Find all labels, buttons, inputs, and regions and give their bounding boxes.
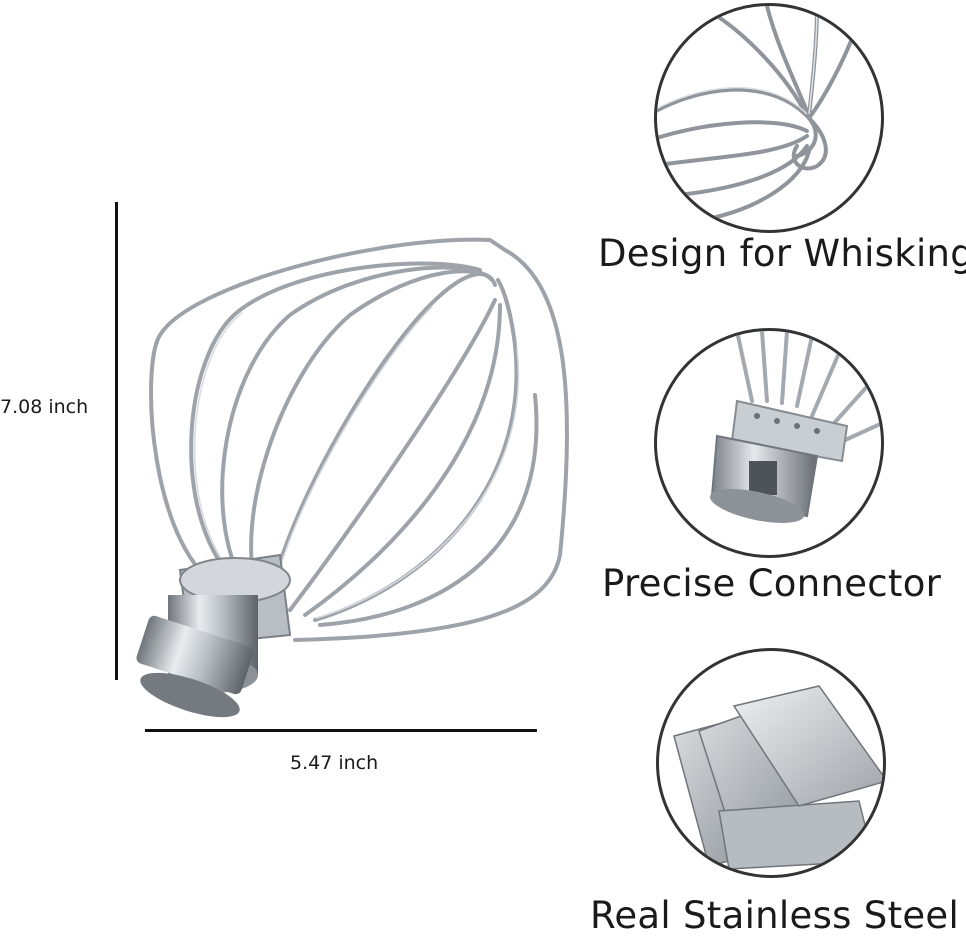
- feature-caption-stainless: Real Stainless Steel: [590, 894, 960, 937]
- connector-hub-closeup-icon: [654, 328, 884, 558]
- feature-caption-connector: Precise Connector: [602, 562, 942, 605]
- wire-whisk-product-image: [130, 225, 580, 720]
- whisk-wires-closeup-icon: [654, 3, 884, 233]
- height-dimension-line: [115, 202, 118, 680]
- height-dimension-label: 7.08 inch: [0, 396, 89, 418]
- width-dimension-label: 5.47 inch: [290, 752, 379, 774]
- width-dimension-line: [145, 729, 537, 732]
- feature-caption-whisking: Design for Whisking: [598, 232, 966, 275]
- steel-sheets-icon: [656, 648, 886, 878]
